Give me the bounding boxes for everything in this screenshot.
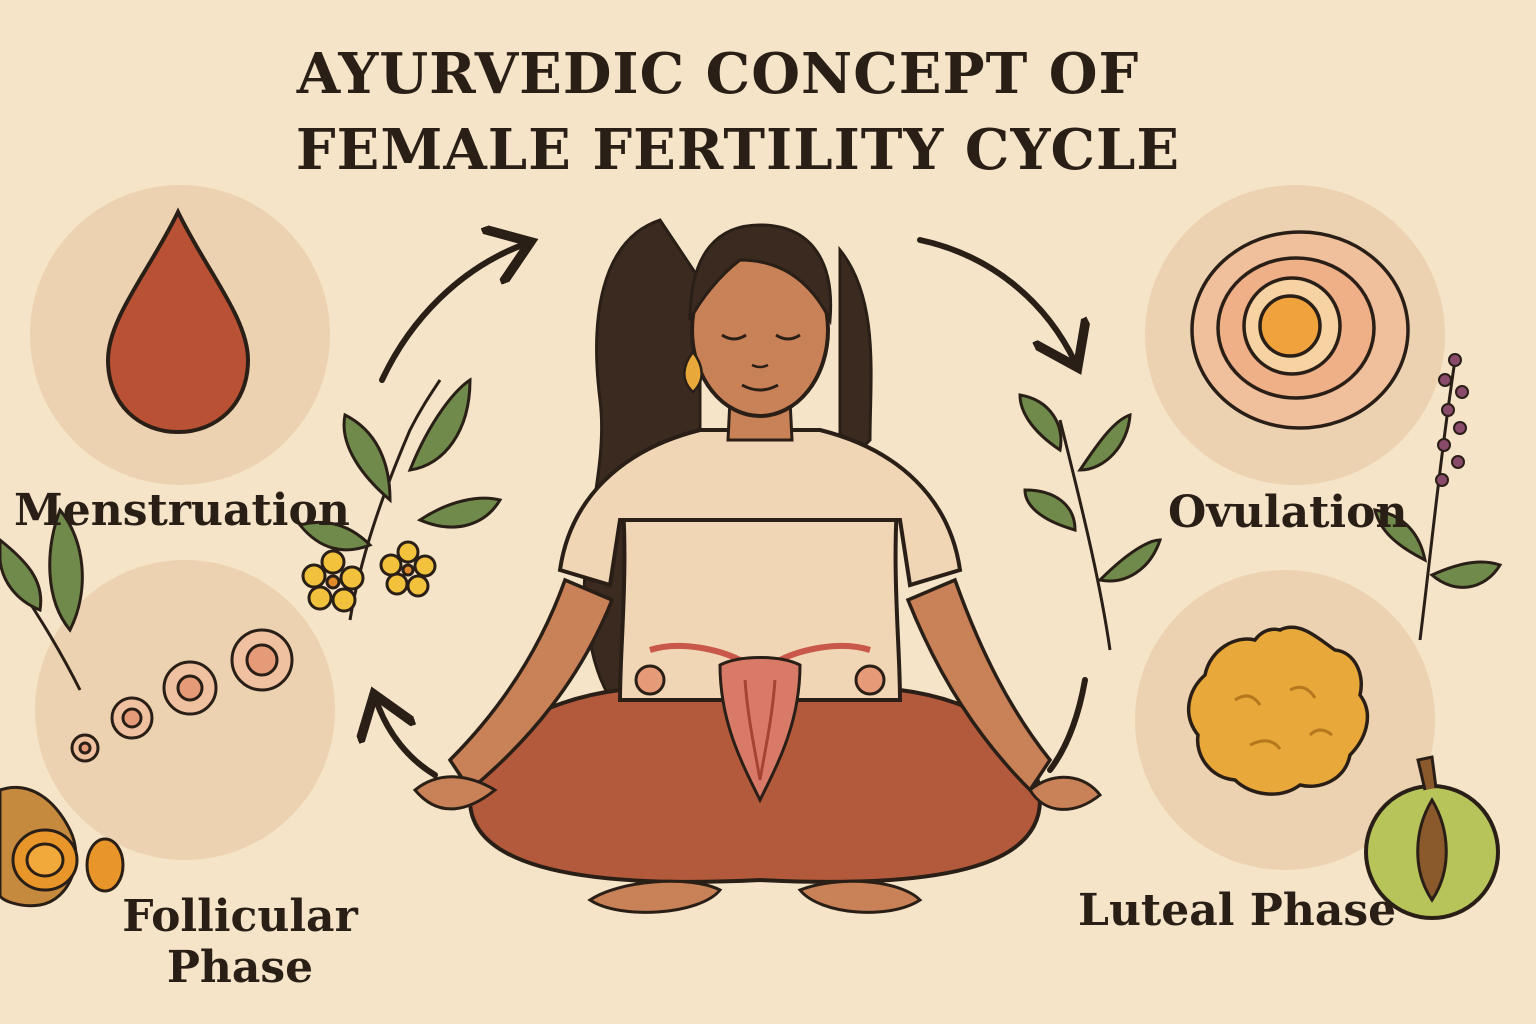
herb-sprig-right-icon xyxy=(1018,393,1163,651)
cycle-arrow-right xyxy=(1047,677,1088,773)
shirt xyxy=(557,428,963,588)
tulsi-sprig-icon xyxy=(1372,353,1503,641)
follicular-label-line-1: Follicular xyxy=(122,891,358,942)
luteal-label: Luteal Phase xyxy=(1078,885,1397,936)
cycle-arrow-top-right xyxy=(917,237,1075,362)
meditating-woman xyxy=(412,218,1103,914)
blood-drop-icon xyxy=(105,207,251,435)
yellow-flower-icon xyxy=(379,540,437,598)
follicular-label-line-2: Phase xyxy=(166,941,314,993)
follicular-label: Follicular Phase xyxy=(120,891,360,993)
torso xyxy=(617,468,903,702)
earring-icon xyxy=(683,349,703,394)
amla-fruit-icon xyxy=(1364,755,1500,920)
uterus-icon xyxy=(634,642,886,804)
cycle-arrow-bottom-left xyxy=(376,700,438,778)
closed-eyes-icon xyxy=(721,333,801,341)
egg-icon xyxy=(1190,230,1410,430)
right-hand xyxy=(1028,775,1103,811)
yellow-flower-icon xyxy=(301,549,365,613)
herb-flower-sprig-icon xyxy=(297,377,503,621)
turmeric-icon xyxy=(0,785,125,908)
title-line-2: FEMALE FERTILITY CYCLE xyxy=(295,117,1181,183)
herb-sprig-left-icon xyxy=(0,507,84,691)
menstruation-label: Menstruation xyxy=(14,485,350,536)
left-hand xyxy=(412,775,498,811)
title-line-1: AYURVEDIC CONCEPT OF xyxy=(296,41,1140,107)
corpus-luteum-icon xyxy=(1186,625,1370,796)
follicles-icon xyxy=(70,628,294,763)
ovulation-label: Ovulation xyxy=(1168,487,1408,538)
cycle-arrow-top-left xyxy=(379,244,525,383)
